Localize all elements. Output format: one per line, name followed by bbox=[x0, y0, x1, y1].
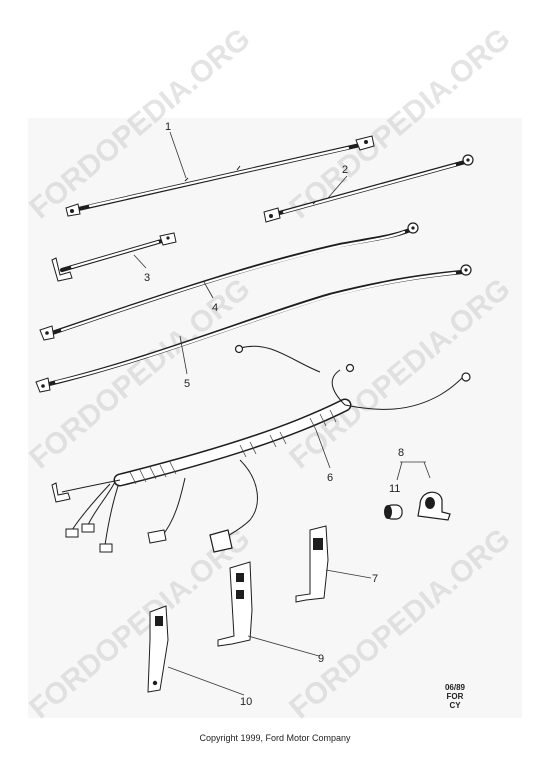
callout-3: 3 bbox=[144, 272, 150, 284]
drawing-code-line: CY bbox=[449, 701, 461, 710]
part-1-cable bbox=[65, 135, 375, 217]
part-7-bracket bbox=[295, 525, 329, 603]
part-8-group bbox=[396, 461, 431, 481]
callout-5: 5 bbox=[184, 378, 190, 390]
callout-2: 2 bbox=[342, 164, 348, 176]
callout-11: 11 bbox=[389, 483, 400, 495]
drawing-code-line: 06/89 bbox=[445, 683, 466, 692]
copyright-notice: Copyright 1999, Ford Motor Company bbox=[199, 733, 351, 743]
callout-7: 7 bbox=[372, 573, 378, 585]
part-4-cable bbox=[39, 222, 419, 341]
drawing-code-line: FOR bbox=[447, 692, 464, 701]
callout-9: 9 bbox=[318, 653, 324, 665]
callout-1: 1 bbox=[165, 121, 171, 133]
callout-4: 4 bbox=[212, 302, 218, 314]
callout-labels: 1 2 3 4 5 6 7 8 9 10 11 bbox=[144, 121, 404, 708]
callout-8: 8 bbox=[398, 447, 404, 459]
part-11-grommet bbox=[384, 504, 403, 520]
callout-6: 6 bbox=[327, 472, 333, 484]
part-3-cable bbox=[51, 232, 177, 282]
leader-lines bbox=[133, 131, 372, 696]
part-6-harness bbox=[51, 344, 471, 553]
part-5-cable bbox=[35, 264, 472, 393]
part-9-bracket bbox=[217, 561, 253, 647]
callout-10: 10 bbox=[240, 696, 252, 708]
part-10-bracket bbox=[147, 605, 169, 693]
drawing-code: 06/89 FOR CY bbox=[445, 683, 466, 710]
part-8-clip bbox=[417, 491, 451, 521]
part-2-cable bbox=[263, 154, 474, 223]
